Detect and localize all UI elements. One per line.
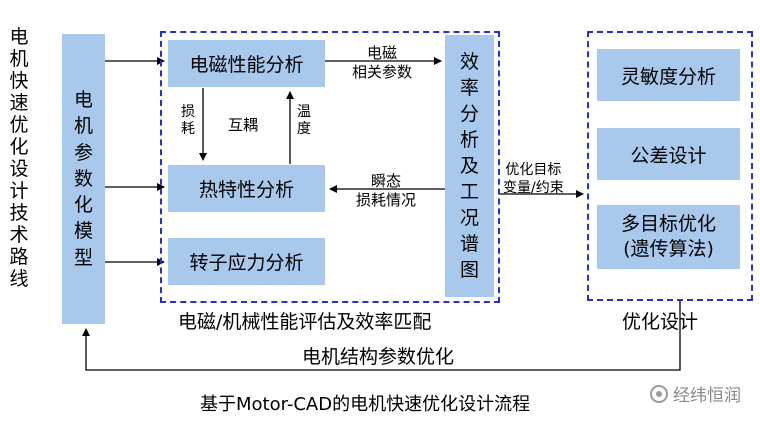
optimization-group-frame bbox=[587, 31, 753, 301]
efficiency-map-block: 效率 分析 及工 况谱 图 bbox=[445, 35, 494, 297]
logo-text: 经纬恒润 bbox=[673, 386, 741, 406]
tolerance-design-block: 公差设计 bbox=[597, 128, 740, 180]
label-transient-loss: 瞬态 损耗情况 bbox=[356, 172, 417, 210]
watermark-logo: 经纬恒润 bbox=[650, 381, 741, 406]
rotor-stress-block: 转子应力分析 bbox=[168, 238, 325, 285]
thermal-analysis-block: 热特性分析 bbox=[168, 165, 325, 212]
parametric-model-block: 电机 参数 化模 型 bbox=[62, 34, 105, 324]
multi-objective-title: 多目标优化 bbox=[620, 213, 716, 236]
wechat-logo-icon bbox=[650, 384, 668, 403]
label-loss: 损耗 bbox=[181, 104, 195, 138]
sensitivity-analysis-block: 灵敏度分析 bbox=[597, 49, 740, 101]
label-opt-targets: 优化目标 变量/约束 bbox=[503, 162, 564, 196]
feedback-caption: 电机结构参数优化 bbox=[302, 346, 455, 368]
side-title: 电机 快速 优化 设计 技术 路线 bbox=[9, 26, 29, 291]
label-coupling: 互耦 bbox=[228, 116, 259, 134]
multi-objective-block: 多目标优化 (遗传算法) bbox=[597, 205, 740, 269]
arrow-feedback-loop bbox=[82, 301, 681, 371]
optimization-group-caption: 优化设计 bbox=[622, 311, 699, 333]
evaluation-group-caption: 电磁/机械性能评估及效率匹配 bbox=[178, 311, 432, 333]
label-emag-params: 电磁 相关参数 bbox=[352, 44, 413, 82]
emag-analysis-block: 电磁性能分析 bbox=[168, 40, 325, 87]
multi-objective-method: (遗传算法) bbox=[623, 238, 714, 260]
label-temperature: 温度 bbox=[297, 104, 311, 138]
figure-title: 基于Motor-CAD的电机快速优化设计流程 bbox=[200, 394, 531, 415]
evaluation-group-frame bbox=[160, 31, 500, 303]
